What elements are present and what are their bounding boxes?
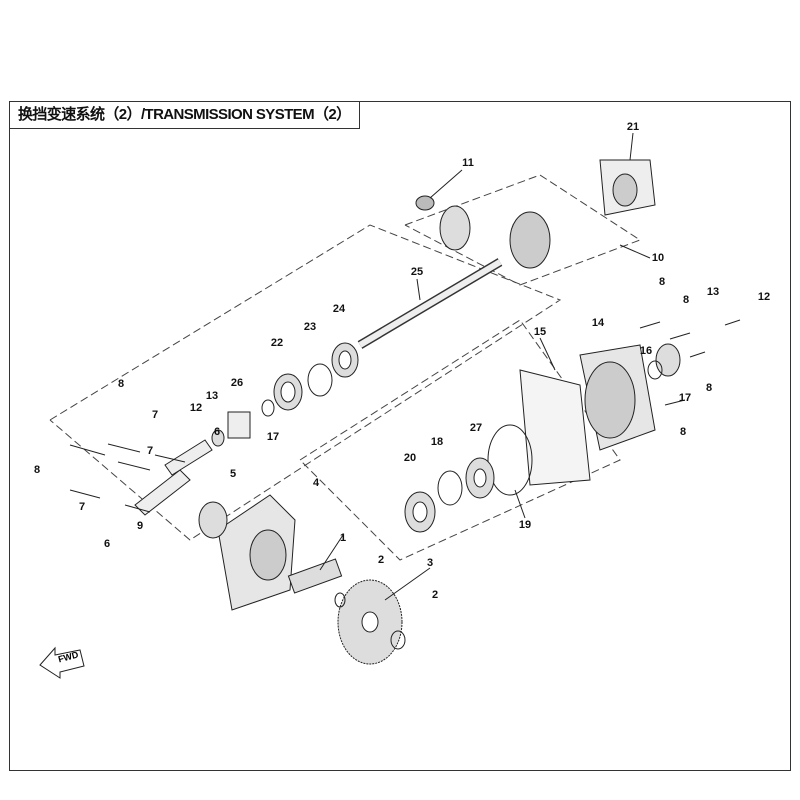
callout-label: 10 xyxy=(651,252,665,264)
callout-label: 6 xyxy=(103,538,111,550)
callout-label: 24 xyxy=(332,303,346,315)
cover-4 xyxy=(134,439,296,611)
callout-label: 17 xyxy=(266,431,280,443)
callout-label: 12 xyxy=(757,291,771,303)
gear-shaft-1-gear-3 xyxy=(287,558,406,665)
callout-label: 8 xyxy=(705,382,713,394)
diagram-frame xyxy=(9,101,791,771)
callout-label: 17 xyxy=(678,392,692,404)
callout-label: 21 xyxy=(626,121,640,133)
callout-label: 25 xyxy=(410,266,424,278)
bevel-gears xyxy=(415,159,656,269)
callout-label: 18 xyxy=(430,436,444,448)
callout-label: 2 xyxy=(431,589,439,601)
callout-label: 8 xyxy=(117,378,125,390)
callout-label: 16 xyxy=(639,345,653,357)
callout-label: 19 xyxy=(518,519,532,531)
callout-label: 7 xyxy=(146,445,154,457)
leader-lines xyxy=(319,132,651,601)
bolts xyxy=(69,319,741,513)
callout-label: 14 xyxy=(591,317,605,329)
callout-label: 15 xyxy=(533,326,547,338)
callout-label: 13 xyxy=(205,390,219,402)
bearings-lower xyxy=(404,457,495,533)
callout-label: 27 xyxy=(469,422,483,434)
callout-label: 12 xyxy=(189,402,203,414)
callout-label: 2 xyxy=(377,554,385,566)
bearings-upper xyxy=(211,342,359,447)
callout-label: 4 xyxy=(312,477,320,489)
callout-label: 9 xyxy=(136,520,144,532)
callout-label: 11 xyxy=(462,157,474,169)
callout-label: 7 xyxy=(78,501,86,513)
callout-label: 20 xyxy=(403,452,417,464)
callout-label: 26 xyxy=(230,377,244,389)
callout-label: 8 xyxy=(679,426,687,438)
callout-label: 22 xyxy=(270,337,284,349)
callout-label: 8 xyxy=(682,294,690,306)
callout-label: 8 xyxy=(33,464,41,476)
callout-label: 3 xyxy=(426,557,434,569)
callout-label: 5 xyxy=(229,468,237,480)
callout-label: 6 xyxy=(213,426,221,438)
callout-label: 7 xyxy=(151,409,159,421)
callout-label: 1 xyxy=(339,532,347,544)
shaft-25 xyxy=(357,258,503,349)
housing-14 xyxy=(487,343,681,496)
diagram-title: 换挡变速系统（2）/TRANSMISSION SYSTEM（2） xyxy=(9,101,360,129)
callout-label: 23 xyxy=(303,321,317,333)
callout-label: 13 xyxy=(706,286,720,298)
callout-label: 8 xyxy=(658,276,666,288)
